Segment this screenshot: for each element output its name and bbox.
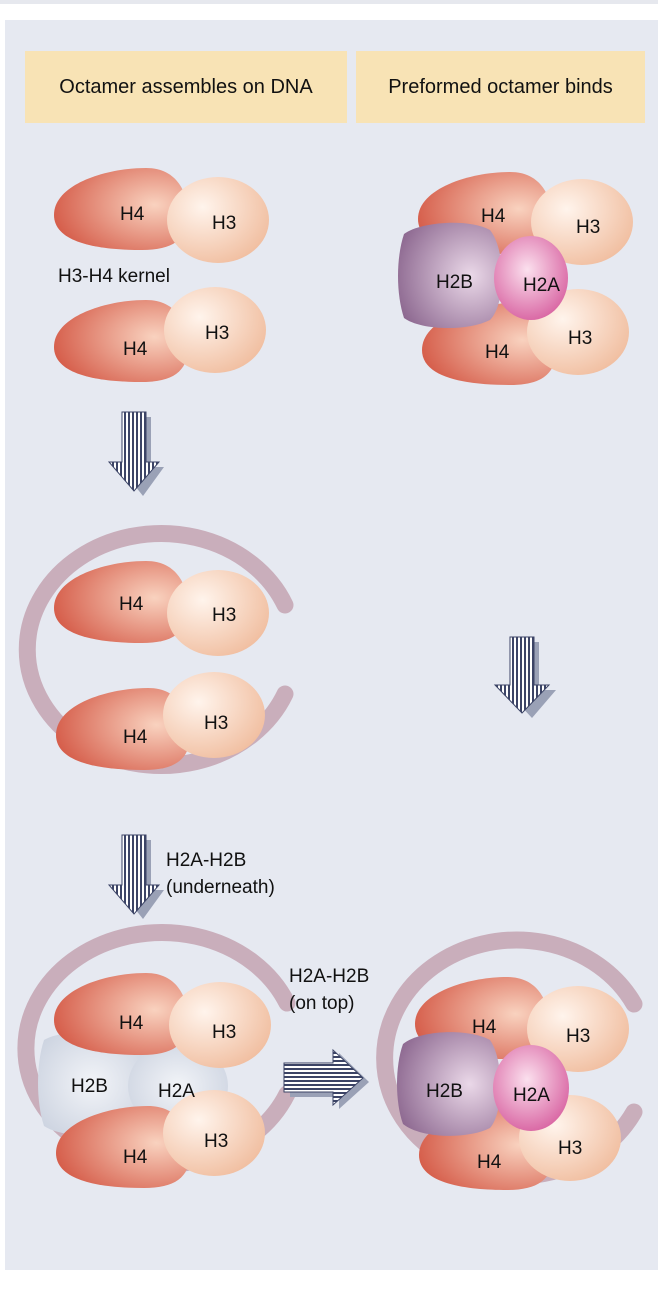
header-preformed-octamer: Preformed octamer binds <box>356 51 645 123</box>
h2a-label: H2A <box>523 275 560 296</box>
h2a-label: H2A <box>513 1085 550 1106</box>
right-arrow <box>283 1048 369 1109</box>
h2a-label: H2A <box>158 1081 195 1102</box>
h3-label: H3 <box>204 713 228 734</box>
preformed-octamer: H4 H3 H2B H2A H4 H3 <box>398 172 633 385</box>
h2a-subunit <box>494 236 568 320</box>
h4-label: H4 <box>123 727 148 748</box>
step-underneath-label-line1: H2A-H2B <box>166 850 246 871</box>
kernel-on-dna: H4 H3 H4 H3 <box>18 525 294 774</box>
header-octamer-assembles-text: Octamer assembles on DNA <box>59 75 313 98</box>
h2b-label: H2B <box>71 1076 108 1097</box>
dna-wrap <box>18 525 294 774</box>
complete-nucleosome: H4 H3 H2B H2A H4 H3 <box>376 931 643 1190</box>
h3-h4-kernel: H4 H3 H3-H4 kernel H4 H3 <box>54 168 269 382</box>
h3-label: H3 <box>212 605 236 626</box>
h2b-label: H2B <box>426 1081 463 1102</box>
h2b-label: H2B <box>436 272 473 293</box>
h3-label: H3 <box>566 1026 590 1047</box>
h3-label: H3 <box>204 1131 228 1152</box>
step-on-top-label-line1: H2A-H2B <box>289 966 369 987</box>
octamer-underneath-on-dna: H4 H3 H2B H2A H4 H3 <box>17 924 296 1188</box>
h2b-subunit <box>398 222 502 329</box>
h4-label: H4 <box>477 1152 502 1173</box>
h3-label: H3 <box>568 328 592 349</box>
down-arrow <box>107 834 164 919</box>
h3-label: H3 <box>212 213 236 234</box>
h4-label: H4 <box>119 1013 144 1034</box>
h4-label: H4 <box>123 1147 148 1168</box>
h2b-subunit <box>397 1032 501 1136</box>
h3-label: H3 <box>576 217 600 238</box>
h3-label: H3 <box>205 323 229 344</box>
kernel-label: H3-H4 kernel <box>58 266 170 287</box>
down-arrow <box>493 636 556 718</box>
h3-label: H3 <box>212 1022 236 1043</box>
header-preformed-octamer-text: Preformed octamer binds <box>388 75 613 98</box>
top-border-strip <box>0 0 658 4</box>
h4-label: H4 <box>123 339 148 360</box>
h3-label: H3 <box>558 1138 582 1159</box>
h4-label: H4 <box>120 204 145 225</box>
step-on-top-label-line2: (on top) <box>289 993 354 1014</box>
h4-label: H4 <box>485 342 510 363</box>
h4-label: H4 <box>481 206 506 227</box>
h4-label: H4 <box>472 1017 497 1038</box>
header-octamer-assembles: Octamer assembles on DNA <box>25 51 347 123</box>
h2a-subunit <box>493 1045 569 1131</box>
down-arrow <box>107 411 164 496</box>
h4-label: H4 <box>119 594 144 615</box>
step-underneath-label-line2: (underneath) <box>166 877 275 898</box>
